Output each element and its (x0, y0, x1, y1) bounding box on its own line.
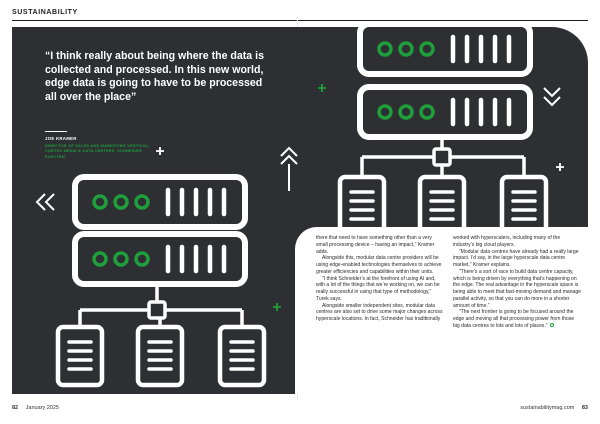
chevron-down-icon (543, 87, 561, 107)
quote-author: JOE KRAMER (45, 136, 77, 141)
server-rack-icon (75, 234, 245, 284)
article-body: there that need to have something other … (295, 227, 588, 394)
quote-divider (45, 131, 67, 132)
article-column-left: there that need to have something other … (316, 235, 444, 323)
document-icon (220, 327, 264, 385)
document-icon (138, 327, 182, 385)
network-hub-icon (147, 300, 167, 320)
paragraph-text: “The next frontier is going to be focuse… (453, 309, 575, 329)
paragraph: Alongside smaller independent sites, mod… (316, 302, 443, 323)
footer-left: 82 January 2025 (12, 405, 59, 411)
pull-quote: “I think really about being where the da… (45, 50, 264, 103)
section-rule (12, 20, 588, 21)
plus-icon (556, 163, 564, 171)
server-rack-icon (75, 177, 245, 227)
server-rack-icon (360, 87, 530, 137)
paragraph: “The next frontier is going to be focuse… (453, 309, 581, 329)
section-label: SUSTAINABILITY (12, 9, 78, 16)
chevron-up-icon (280, 146, 298, 191)
data-network-illustration (35, 27, 564, 394)
plus-icon (156, 147, 164, 155)
footer-right: sustainabilitymag.com 83 (520, 405, 588, 411)
end-of-article-icon (549, 323, 554, 328)
network-hub-icon (432, 147, 452, 167)
server-rack-icon (360, 27, 530, 74)
issue-date: January 2025 (25, 405, 59, 411)
paragraph: there that need to have something other … (316, 235, 435, 255)
paragraph: worked with hyperscalers, including many… (453, 235, 561, 248)
paragraph: “I think Schneider’s at the forefront of… (316, 275, 440, 302)
plus-icon (273, 303, 281, 311)
article-column-right: worked with hyperscalers, including many… (453, 235, 581, 330)
page-number-left: 82 (12, 405, 19, 411)
paragraph: “There’s a sort of race to build data ce… (453, 268, 581, 309)
document-icon (58, 327, 102, 385)
site-url[interactable]: sustainabilitymag.com (520, 405, 575, 411)
paragraph: “Modular data centres have already had a… (453, 248, 579, 269)
chevron-left-icon (35, 193, 55, 211)
plus-icon (318, 84, 326, 92)
quote-author-title: DIRECTOR OF SALES AND MARKETING VERTICAL… (45, 143, 150, 159)
page-number-right: 83 (581, 405, 588, 411)
paragraph: Alongside this, modular data centre prov… (316, 255, 442, 275)
